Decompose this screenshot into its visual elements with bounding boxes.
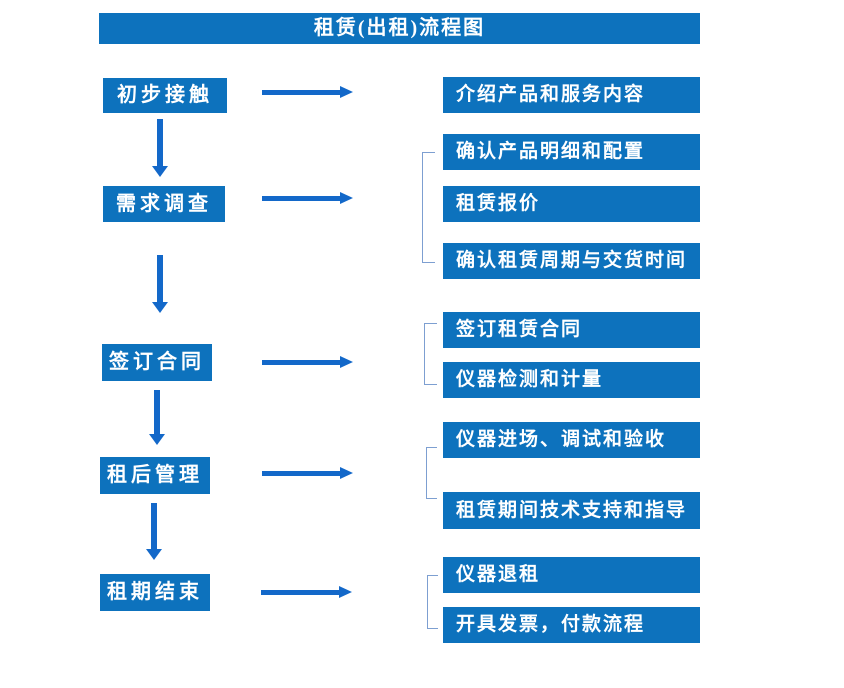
down-arrow-1 — [152, 119, 168, 177]
arrow-head — [152, 302, 168, 313]
output-instrument-return: 仪器退租 — [443, 557, 700, 593]
arrow-head — [146, 549, 162, 560]
output-instrument-setup-acceptance: 仪器进场、调试和验收 — [443, 422, 700, 458]
arrow-shaft — [262, 360, 342, 365]
arrow-shaft — [157, 119, 163, 167]
right-arrow-2 — [262, 192, 353, 204]
arrow-shaft — [262, 196, 342, 201]
arrow-head — [340, 86, 353, 98]
down-arrow-2 — [152, 255, 168, 313]
output-sign-rental-contract: 签订租赁合同 — [443, 312, 700, 348]
down-arrow-3 — [149, 390, 165, 445]
group-bracket-sign-contract — [424, 323, 437, 385]
step-box-demand-survey: 需求调查 — [103, 186, 225, 222]
arrow-head — [339, 586, 352, 598]
output-invoice-payment: 开具发票，付款流程 — [443, 607, 700, 643]
right-arrow-1 — [262, 86, 353, 98]
output-rental-quote: 租赁报价 — [443, 186, 700, 222]
arrow-shaft — [262, 471, 342, 476]
step-box-sign-contract: 签订合同 — [102, 344, 212, 381]
arrow-shaft — [157, 255, 163, 303]
arrow-shaft — [151, 503, 157, 550]
right-arrow-3 — [262, 356, 353, 368]
arrow-shaft — [261, 590, 341, 595]
output-confirm-rental-period: 确认租赁周期与交货时间 — [443, 243, 700, 279]
right-arrow-5 — [261, 586, 352, 598]
right-arrow-4 — [262, 467, 353, 479]
arrow-head — [149, 434, 165, 445]
group-bracket-rental-end — [427, 575, 438, 629]
arrow-head — [340, 192, 353, 204]
arrow-shaft — [154, 390, 160, 435]
output-introduce-products: 介绍产品和服务内容 — [443, 77, 700, 113]
arrow-head — [152, 166, 168, 177]
arrow-head — [340, 467, 353, 479]
output-instrument-testing: 仪器检测和计量 — [443, 362, 700, 398]
step-box-rental-end: 租期结束 — [100, 574, 210, 611]
arrow-head — [340, 356, 353, 368]
arrow-shaft — [262, 90, 342, 95]
down-arrow-4 — [146, 503, 162, 560]
flowchart-title: 租赁(出租)流程图 — [99, 13, 700, 44]
output-confirm-product-details: 确认产品明细和配置 — [443, 134, 700, 170]
group-bracket-post-rental — [426, 447, 437, 499]
output-rental-tech-support: 租赁期间技术支持和指导 — [443, 492, 700, 529]
step-box-post-rental-management: 租后管理 — [100, 457, 210, 494]
group-bracket-demand-survey — [422, 152, 435, 263]
step-box-initial-contact: 初步接触 — [103, 78, 227, 113]
